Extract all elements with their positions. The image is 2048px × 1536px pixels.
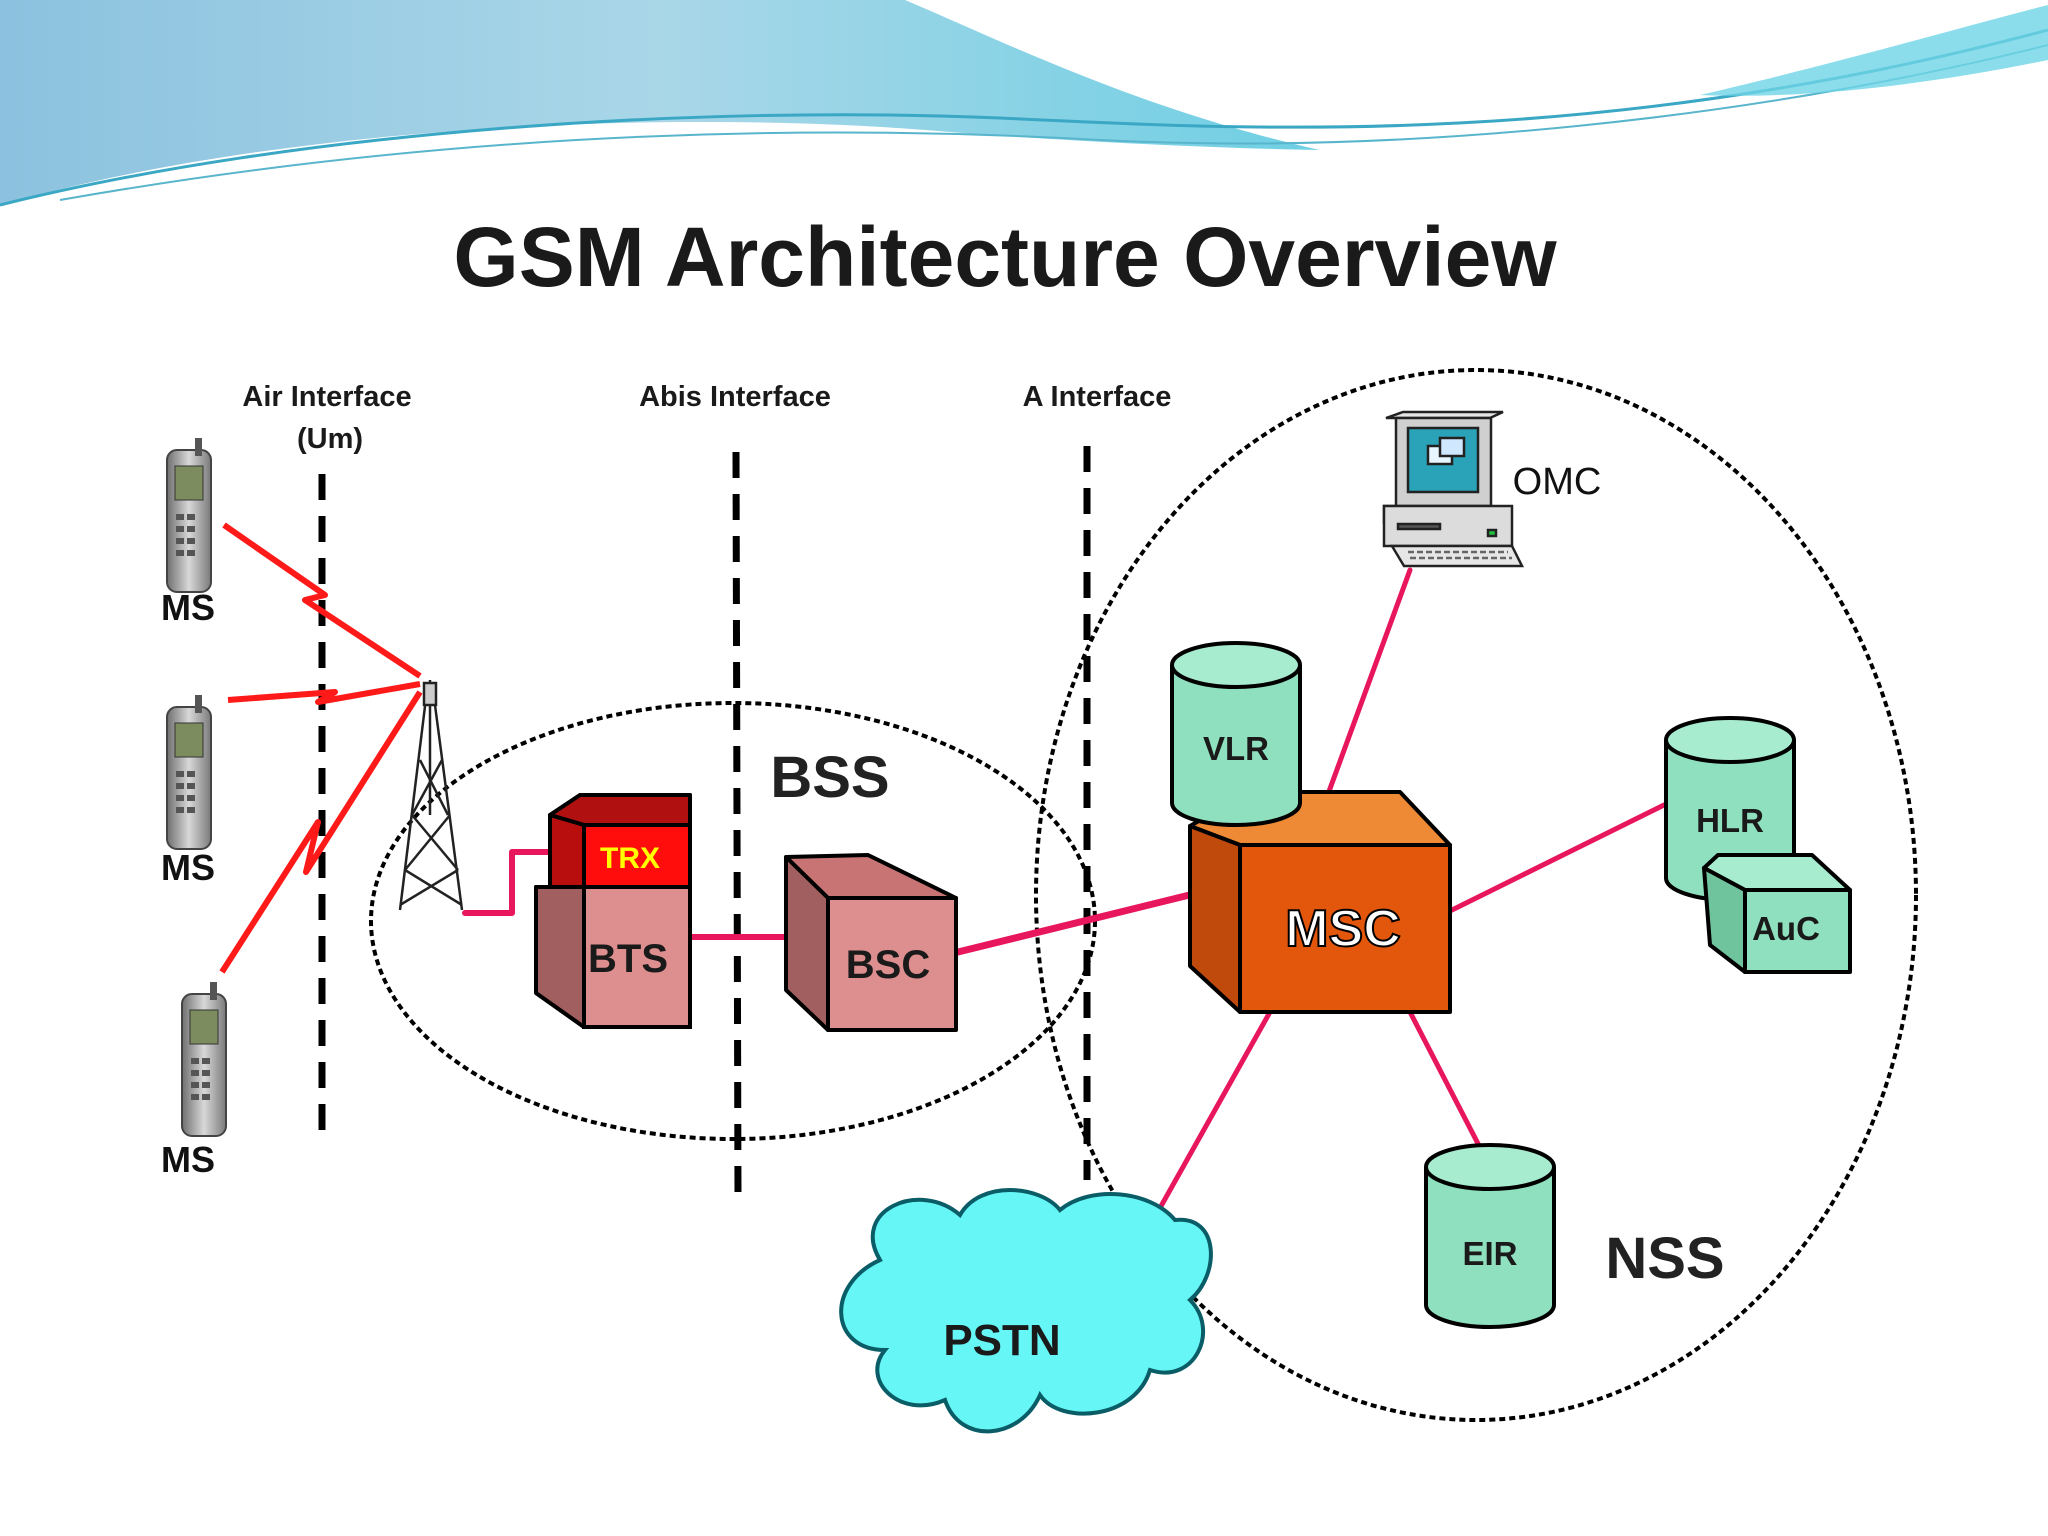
msc-hlr-link — [1449, 802, 1667, 913]
omc-label: OMC — [1513, 461, 1602, 503]
eir-label: EIR — [1462, 1235, 1517, 1272]
ms-label: MS — [161, 587, 215, 628]
bts-label: BTS — [588, 937, 668, 981]
bsc-node — [784, 853, 958, 1032]
mobile-phone-icon — [166, 695, 212, 850]
slide-header-banner — [0, 0, 2048, 207]
eir-database — [1424, 1143, 1556, 1329]
trx-label: TRX — [600, 842, 660, 875]
trx-module — [548, 793, 692, 889]
network-links — [462, 567, 1667, 1268]
bts-body — [582, 885, 692, 1029]
auc-node — [1702, 853, 1852, 974]
bss-label: BSS — [770, 745, 889, 810]
msc-omc-link — [1317, 567, 1413, 819]
pstn-label: PSTN — [943, 1316, 1060, 1365]
diagram-title: GSM Architecture Overview — [453, 210, 1557, 304]
antenna-bts-link — [462, 849, 551, 916]
a-interface-label: A Interface — [1023, 381, 1172, 413]
computer-terminal-icon — [1382, 410, 1525, 568]
vlr-database — [1170, 641, 1302, 827]
ms-label: MS — [161, 1139, 215, 1180]
msc-label: MSC — [1285, 900, 1401, 958]
air-interface-label: Air Interface — [242, 381, 411, 413]
nss-label: NSS — [1605, 1226, 1724, 1291]
cloud-icon — [839, 1188, 1213, 1434]
bsc-msc-link — [954, 883, 1226, 956]
antenna-tower-icon — [398, 680, 464, 911]
msc-node — [1188, 790, 1452, 1014]
auc-label: AuC — [1752, 910, 1820, 947]
abis-interface-label: Abis Interface — [639, 381, 831, 413]
bsc-label: BSC — [846, 943, 930, 987]
air-interface-um-label: (Um) — [297, 423, 363, 455]
nss-boundary — [1034, 368, 1918, 1422]
mobile-phone-icon — [166, 438, 212, 593]
bss-boundary — [369, 701, 1097, 1141]
bts-side — [534, 885, 586, 1029]
msc-eir-link — [1407, 1009, 1491, 1166]
vlr-label: VLR — [1203, 730, 1269, 767]
mobile-phone-icon — [181, 982, 227, 1137]
ms-label: MS — [161, 847, 215, 888]
radio-links — [219, 522, 423, 974]
hlr-label: HLR — [1696, 802, 1764, 839]
abis-interface-line — [732, 451, 742, 1201]
